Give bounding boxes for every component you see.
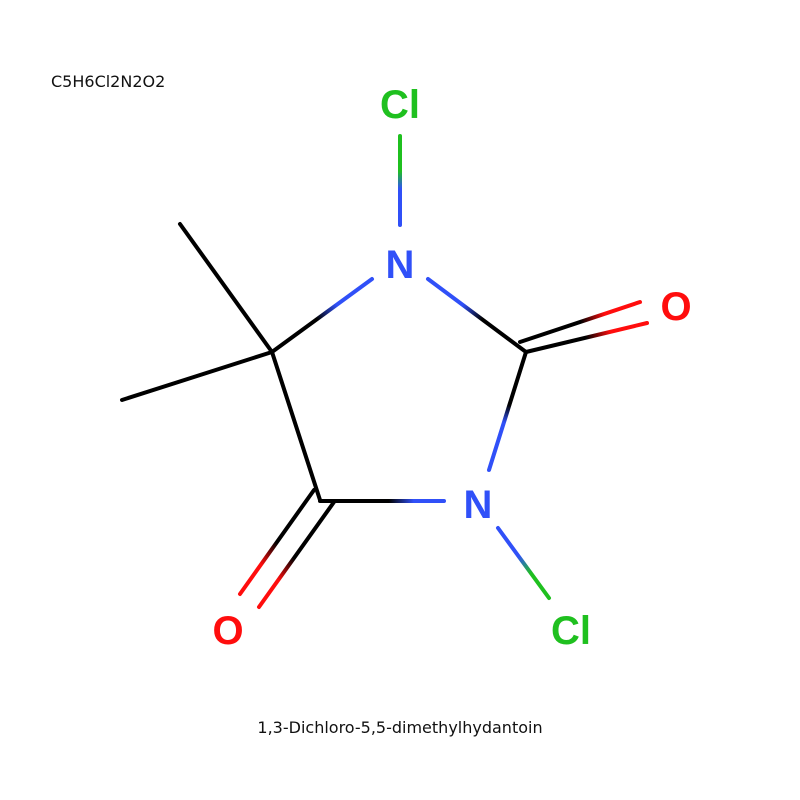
atom-o-2: O — [660, 285, 691, 329]
bond-c2-n3 — [487, 350, 528, 472]
atom-n-3: N — [464, 483, 493, 527]
bond-c4-o4-a — [238, 488, 316, 596]
bond-n1-c2 — [426, 277, 528, 354]
atom-n-1: N — [386, 243, 415, 287]
bond-c5-methyl-1 — [178, 222, 274, 354]
bond-c4-c5 — [270, 350, 322, 502]
molecule-name: 1,3-Dichloro-5,5-dimethylhydantoin — [257, 718, 543, 737]
bond-c2-o2-b — [524, 321, 649, 354]
bond-c5-methyl-2 — [120, 350, 274, 402]
atom-cl-1: Cl — [380, 83, 420, 127]
atom-cl-3: Cl — [551, 609, 591, 653]
atom-o-4: O — [212, 609, 243, 653]
bond-c4-o4-b — [257, 500, 336, 609]
bond-c2-o2-a — [518, 300, 642, 344]
bond-c5-n1 — [270, 277, 374, 354]
bond-n3-cl3 — [496, 526, 551, 600]
molecular-formula: C5H6Cl2N2O2 — [51, 72, 166, 91]
